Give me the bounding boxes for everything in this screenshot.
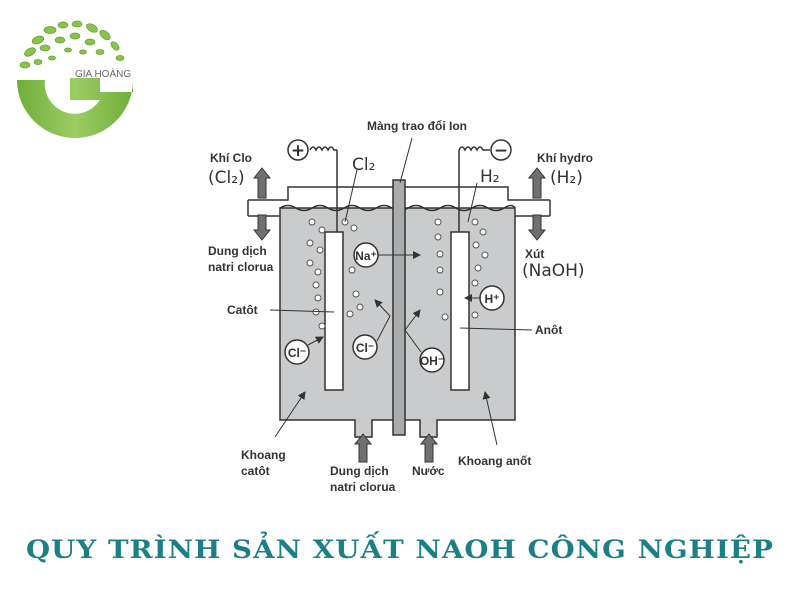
- anode-electrode: [450, 231, 470, 391]
- page-title: QUY TRÌNH SẢN XUẤT NAOH CÔNG NGHIỆP: [26, 532, 774, 564]
- cathode-chamber-label-line2: catôt: [241, 464, 270, 478]
- positive-terminal: [287, 139, 309, 161]
- ion-cl-left: Cl⁻: [288, 346, 306, 360]
- h2-label: H₂: [480, 167, 500, 187]
- chlorine-gas-label: Khí Clo: [210, 151, 252, 165]
- caustic-out-arrow-icon: [527, 214, 547, 241]
- caustic-formula: (NaOH): [522, 261, 585, 281]
- electrolysis-cell: [247, 139, 551, 438]
- brine-in-label-line1: Dung dịch: [330, 464, 389, 478]
- water-label: Nước: [412, 464, 445, 478]
- minus-sign: −: [494, 141, 508, 161]
- ion-exchange-membrane: [392, 179, 406, 436]
- chlorine-out-arrow-icon: [252, 167, 272, 199]
- anode-wire: [458, 146, 490, 232]
- ion-na: Na⁺: [355, 249, 377, 263]
- brine-out-label-line1: Dung dịch: [208, 244, 267, 258]
- ion-circles: [284, 242, 505, 373]
- anode-chamber-label: Khoang anốt: [458, 454, 531, 468]
- brine-in-arrow-icon: [353, 433, 373, 463]
- anode-label: Anôt: [535, 323, 562, 337]
- hydrogen-out-arrow-icon: [527, 167, 547, 199]
- hydrogen-formula: (H₂): [550, 168, 583, 188]
- chlorine-formula: (Cl₂): [208, 168, 245, 188]
- cathode-label: Catôt: [227, 303, 258, 317]
- logo-leaves: [19, 20, 125, 69]
- brine-out-label-line2: natri clorua: [208, 260, 274, 274]
- brine-out-arrow-icon: [252, 214, 272, 241]
- ion-oh: OH⁻: [420, 354, 444, 368]
- negative-terminal: [490, 139, 512, 161]
- logo-g-shape: [17, 78, 133, 138]
- pointer-lines: [269, 137, 533, 446]
- logo-brand-text: GIA HOÀNG: [75, 67, 131, 80]
- caustic-label: Xút: [525, 247, 544, 261]
- ion-cl-center: Cl⁻: [356, 341, 374, 355]
- brine-in-label-line2: natri clorua: [330, 480, 396, 494]
- ion-h: H⁺: [485, 292, 500, 306]
- logo: GIA HOÀNG: [17, 20, 133, 138]
- cathode-electrode: [324, 231, 344, 391]
- gas-bubbles: [306, 218, 489, 330]
- cathode-chamber-label-line1: Khoang: [241, 448, 286, 462]
- flow-arrows: [252, 167, 547, 463]
- cathode-wire: [309, 146, 338, 232]
- membrane-label: Màng trao đổi Ion: [367, 119, 467, 133]
- hydrogen-gas-label: Khí hydro: [537, 151, 593, 165]
- water-in-arrow-icon: [419, 433, 439, 463]
- cl2-label: Cl₂: [352, 155, 375, 175]
- plus-sign: +: [291, 141, 305, 161]
